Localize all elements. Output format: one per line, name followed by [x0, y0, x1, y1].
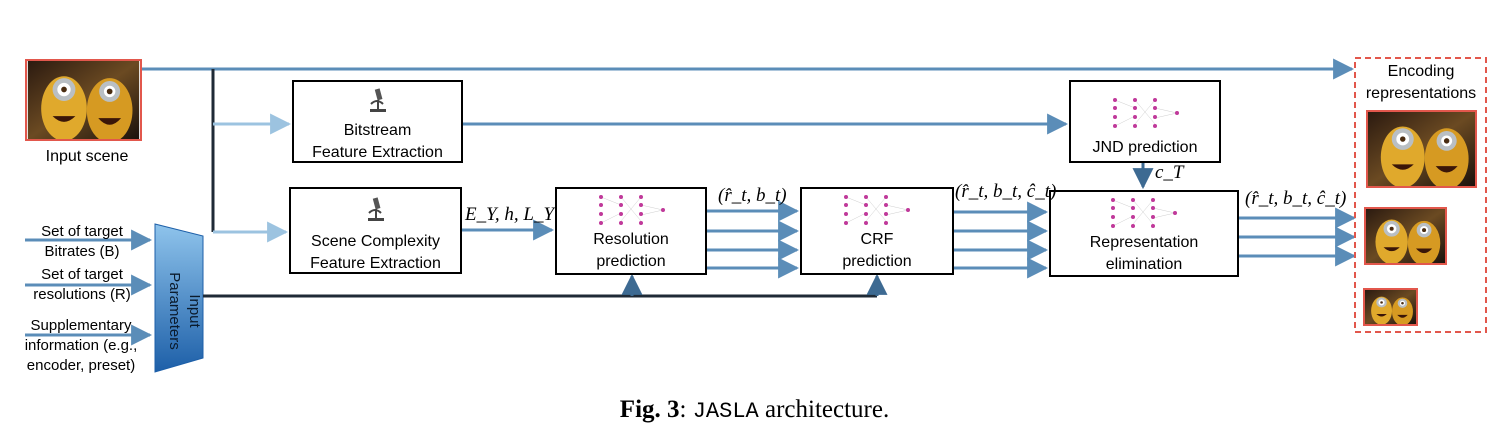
microscope-icon	[368, 197, 384, 221]
representation-elimination-label: Representation elimination	[1089, 234, 1199, 273]
figure-number: Fig. 3	[619, 396, 680, 423]
neural-network-icon	[599, 195, 665, 225]
bitstream-feature-label: Bitstream Feature Extraction	[312, 122, 443, 161]
crf-prediction-box: CRF prediction	[800, 187, 954, 275]
resolution-prediction-label: Resolution prediction	[593, 231, 669, 270]
resolution-to-crf-arrows	[707, 200, 800, 279]
scene-complexity-box: Scene Complexity Feature Extraction	[289, 187, 462, 274]
target-bitrates-label: Set of target Bitrates (B)	[41, 223, 123, 260]
supplementary-label: Supplementary information (e.g., encoder…	[24, 317, 138, 374]
output-representation-small	[1363, 288, 1418, 326]
input-scene-label: Input scene	[45, 148, 129, 165]
microscope-icon	[370, 88, 386, 112]
input-parameters-label: Input Parameters	[166, 272, 203, 350]
resolution-prediction-box: Resolution prediction	[555, 187, 707, 275]
figure-caption: Fig. 3: JASLA architecture.	[0, 396, 1509, 424]
representation-elimination-box: Representation elimination	[1049, 190, 1239, 277]
features-math-label: E_Y, h, L_Y	[465, 204, 555, 225]
representation-output-math-label: (r̂_t, b_t, ĉ_t)	[1245, 188, 1347, 209]
output-container	[1354, 57, 1487, 333]
resolution-output-math-label: (r̂_t, b_t)	[718, 185, 787, 206]
neural-network-icon	[844, 195, 910, 225]
crf-output-math-label: (r̂_t, b_t, ĉ_t)	[955, 181, 1057, 202]
output-representation-medium	[1364, 207, 1447, 265]
neural-network-icon	[1111, 198, 1177, 228]
jnd-prediction-label: JND prediction	[1092, 139, 1198, 156]
jnd-output-math-label: c_T	[1155, 162, 1184, 183]
output-representation-large	[1366, 110, 1477, 188]
caption-text: architecture.	[758, 396, 890, 423]
bitstream-feature-box: Bitstream Feature Extraction	[292, 80, 463, 163]
scene-complexity-label: Scene Complexity Feature Extraction	[310, 233, 441, 272]
input-parameters-block	[154, 223, 204, 373]
jnd-prediction-box: JND prediction	[1069, 80, 1221, 163]
neural-network-icon	[1113, 98, 1179, 128]
crf-to-representation-arrows	[954, 201, 1049, 279]
input-scene-image	[25, 59, 142, 141]
encoding-representations-title: Encoding representations	[1365, 63, 1477, 102]
target-resolutions-label: Set of target resolutions (R)	[33, 266, 131, 303]
caption-separator: :	[679, 396, 693, 423]
crf-prediction-label: CRF prediction	[842, 231, 912, 270]
representation-to-output-arrows	[1239, 207, 1357, 267]
caption-system-name: JASLA	[692, 399, 759, 424]
input-parameter-arrows	[25, 229, 153, 346]
